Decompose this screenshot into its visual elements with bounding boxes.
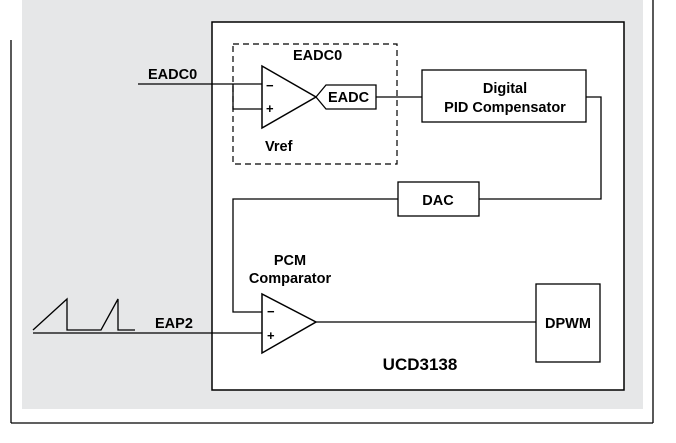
dac-block xyxy=(397,181,480,217)
sawtooth-waveform-icon xyxy=(32,297,135,331)
eadc0-block-title: EADC0 xyxy=(293,48,342,64)
eadc-opamp-plus: + xyxy=(266,101,274,116)
dpwm-block xyxy=(535,283,601,363)
pcm-comparator-triangle xyxy=(261,292,318,355)
pid-label-line2: PID Compensator xyxy=(444,100,566,116)
eap2-input-label: EAP2 xyxy=(155,316,193,332)
pid-label-line1: Digital xyxy=(483,81,527,97)
pcm-label-line2: Comparator xyxy=(249,271,332,287)
eadc-output-label: EADC xyxy=(328,90,370,106)
dac-label: DAC xyxy=(422,193,454,209)
eadc0-dashed-block xyxy=(232,43,398,165)
pcm-comparator-plus: + xyxy=(267,328,275,343)
vref-connection-line xyxy=(232,84,262,110)
pid-compensator-block xyxy=(421,69,587,123)
pcm-comparator-minus: − xyxy=(267,304,275,319)
eadc-opamp-triangle xyxy=(261,64,318,130)
dpwm-label: DPWM xyxy=(545,316,591,332)
vref-label: Vref xyxy=(265,139,293,155)
eadc-opamp-minus: − xyxy=(266,78,274,93)
dac-to-comparator-line xyxy=(232,198,398,313)
chip-name-label: UCD3138 xyxy=(383,355,458,374)
pcm-label-line1: PCM xyxy=(274,253,306,269)
pid-to-dac-line xyxy=(479,96,602,200)
eadc0-input-label: EADC0 xyxy=(148,67,197,83)
